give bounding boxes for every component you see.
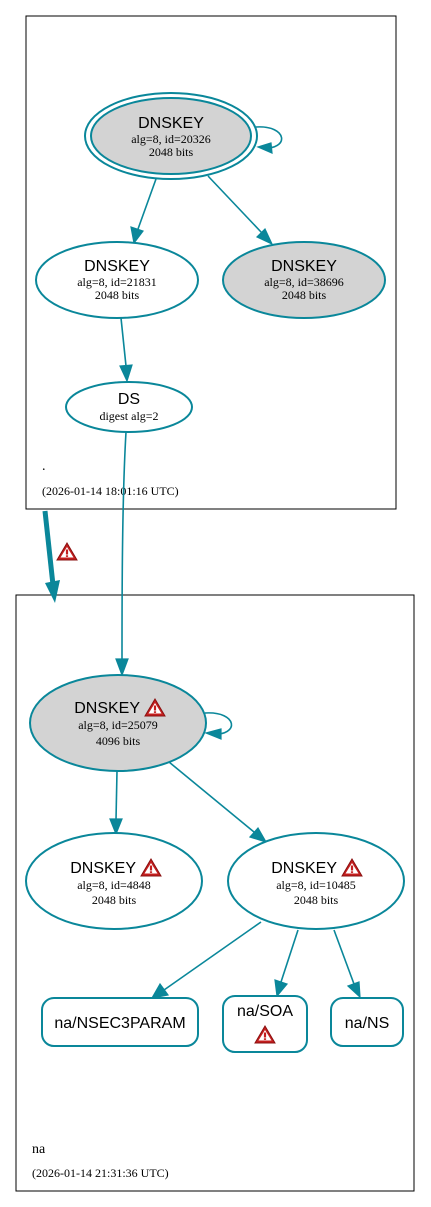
edge-na-ksk-to-zsk2-arrow xyxy=(248,826,268,844)
edge-root-ksk-to-zsk2 xyxy=(207,175,263,234)
node-root-zsk1-line2: 2048 bits xyxy=(95,288,140,302)
node-na-zsk1-title: DNSKEY xyxy=(70,860,136,877)
edge-na-zsk2-to-soa-arrow xyxy=(274,979,289,998)
node-na-zsk1-line1: alg=8, id=4848 xyxy=(77,878,151,892)
zone-root-timestamp: (2026-01-14 18:01:16 UTC) xyxy=(42,484,179,498)
node-na-ds-line1: digest alg=2 xyxy=(99,409,158,423)
node-na-ksk-line2: 4096 bits xyxy=(96,734,141,748)
node-root-ksk-title: DNSKEY xyxy=(138,115,204,132)
edge-root-zsk1-to-ds-arrow xyxy=(119,364,133,383)
edge-na-zsk2-to-ns xyxy=(333,929,355,985)
node-na-ds-title: DS xyxy=(118,391,140,408)
node-root-zsk2-line2: 2048 bits xyxy=(282,288,327,302)
edge-na-ksk-to-zsk1-arrow xyxy=(109,818,123,836)
node-na-ksk-title: DNSKEY xyxy=(74,700,140,717)
node-root-ksk-line1: alg=8, id=20326 xyxy=(131,132,211,146)
node-na-ds[interactable]: DS digest alg=2 xyxy=(65,381,193,433)
node-na-ns[interactable]: na/NS xyxy=(330,997,404,1047)
node-root-zsk2-line1: alg=8, id=38696 xyxy=(264,275,344,289)
edge-na-zsk2-to-ns-arrow xyxy=(346,981,361,999)
node-na-zsk1-line2: 2048 bits xyxy=(92,893,137,907)
node-root-ksk[interactable]: DNSKEY alg=8, id=20326 2048 bits xyxy=(84,92,258,180)
edge-na-zsk2-to-nsec3param-arrow xyxy=(150,982,170,999)
edge-na-zsk2-to-nsec3param xyxy=(163,921,262,991)
edge-root-ksk-to-zsk1 xyxy=(137,178,157,230)
node-na-nsec3param[interactable]: na/NSEC3PARAM xyxy=(41,997,199,1047)
node-na-soa-title: na/SOA xyxy=(237,1003,293,1020)
node-na-zsk2-title: DNSKEY xyxy=(271,860,337,877)
edge-root-zsk1-to-ds xyxy=(120,317,127,367)
node-root-zsk1[interactable]: DNSKEY alg=8, id=21831 2048 bits xyxy=(35,241,199,319)
node-na-nsec3param-title: na/NSEC3PARAM xyxy=(54,1015,185,1032)
edge-ds-to-na-ksk xyxy=(121,431,127,661)
node-root-zsk2[interactable]: DNSKEY alg=8, id=38696 2048 bits xyxy=(222,241,386,319)
node-root-zsk1-title: DNSKEY xyxy=(84,258,150,275)
zone-na-name: na xyxy=(32,1142,46,1157)
node-na-zsk2[interactable]: DNSKEY alg=8, id=10485 2048 bits xyxy=(227,832,405,930)
node-na-zsk2-line2: 2048 bits xyxy=(294,893,339,907)
node-na-ns-title: na/NS xyxy=(345,1015,389,1032)
node-na-ksk-line1: alg=8, id=25079 xyxy=(78,718,158,732)
edge-root-ksk-self-arrow xyxy=(256,142,273,154)
node-root-ksk-line2: 2048 bits xyxy=(149,145,194,159)
edge-ds-to-na-ksk-arrow xyxy=(115,658,129,677)
delegation-arrowhead xyxy=(45,580,60,603)
node-na-ksk[interactable]: DNSKEY alg=8, id=25079 4096 bits xyxy=(29,674,207,772)
edge-na-ksk-self-arrow xyxy=(204,728,222,740)
delegation-edge xyxy=(42,510,56,586)
edge-na-ksk-to-zsk1 xyxy=(115,770,118,821)
node-root-zsk1-line1: alg=8, id=21831 xyxy=(77,275,157,289)
node-root-zsk2-title: DNSKEY xyxy=(271,258,337,275)
node-na-zsk1[interactable]: DNSKEY alg=8, id=4848 2048 bits xyxy=(25,832,203,930)
node-na-zsk2-line1: alg=8, id=10485 xyxy=(276,878,356,892)
delegation-warning-icon xyxy=(56,542,78,561)
zone-na-timestamp: (2026-01-14 21:31:36 UTC) xyxy=(32,1166,169,1180)
edge-na-zsk2-to-soa xyxy=(280,929,299,983)
edge-root-ksk-to-zsk1-arrow xyxy=(130,226,144,245)
node-na-soa[interactable]: na/SOA xyxy=(222,995,308,1053)
zone-root-name: . xyxy=(42,459,46,474)
edge-root-ksk-to-zsk2-arrow xyxy=(255,227,274,246)
edge-na-ksk-to-zsk2 xyxy=(168,761,255,833)
